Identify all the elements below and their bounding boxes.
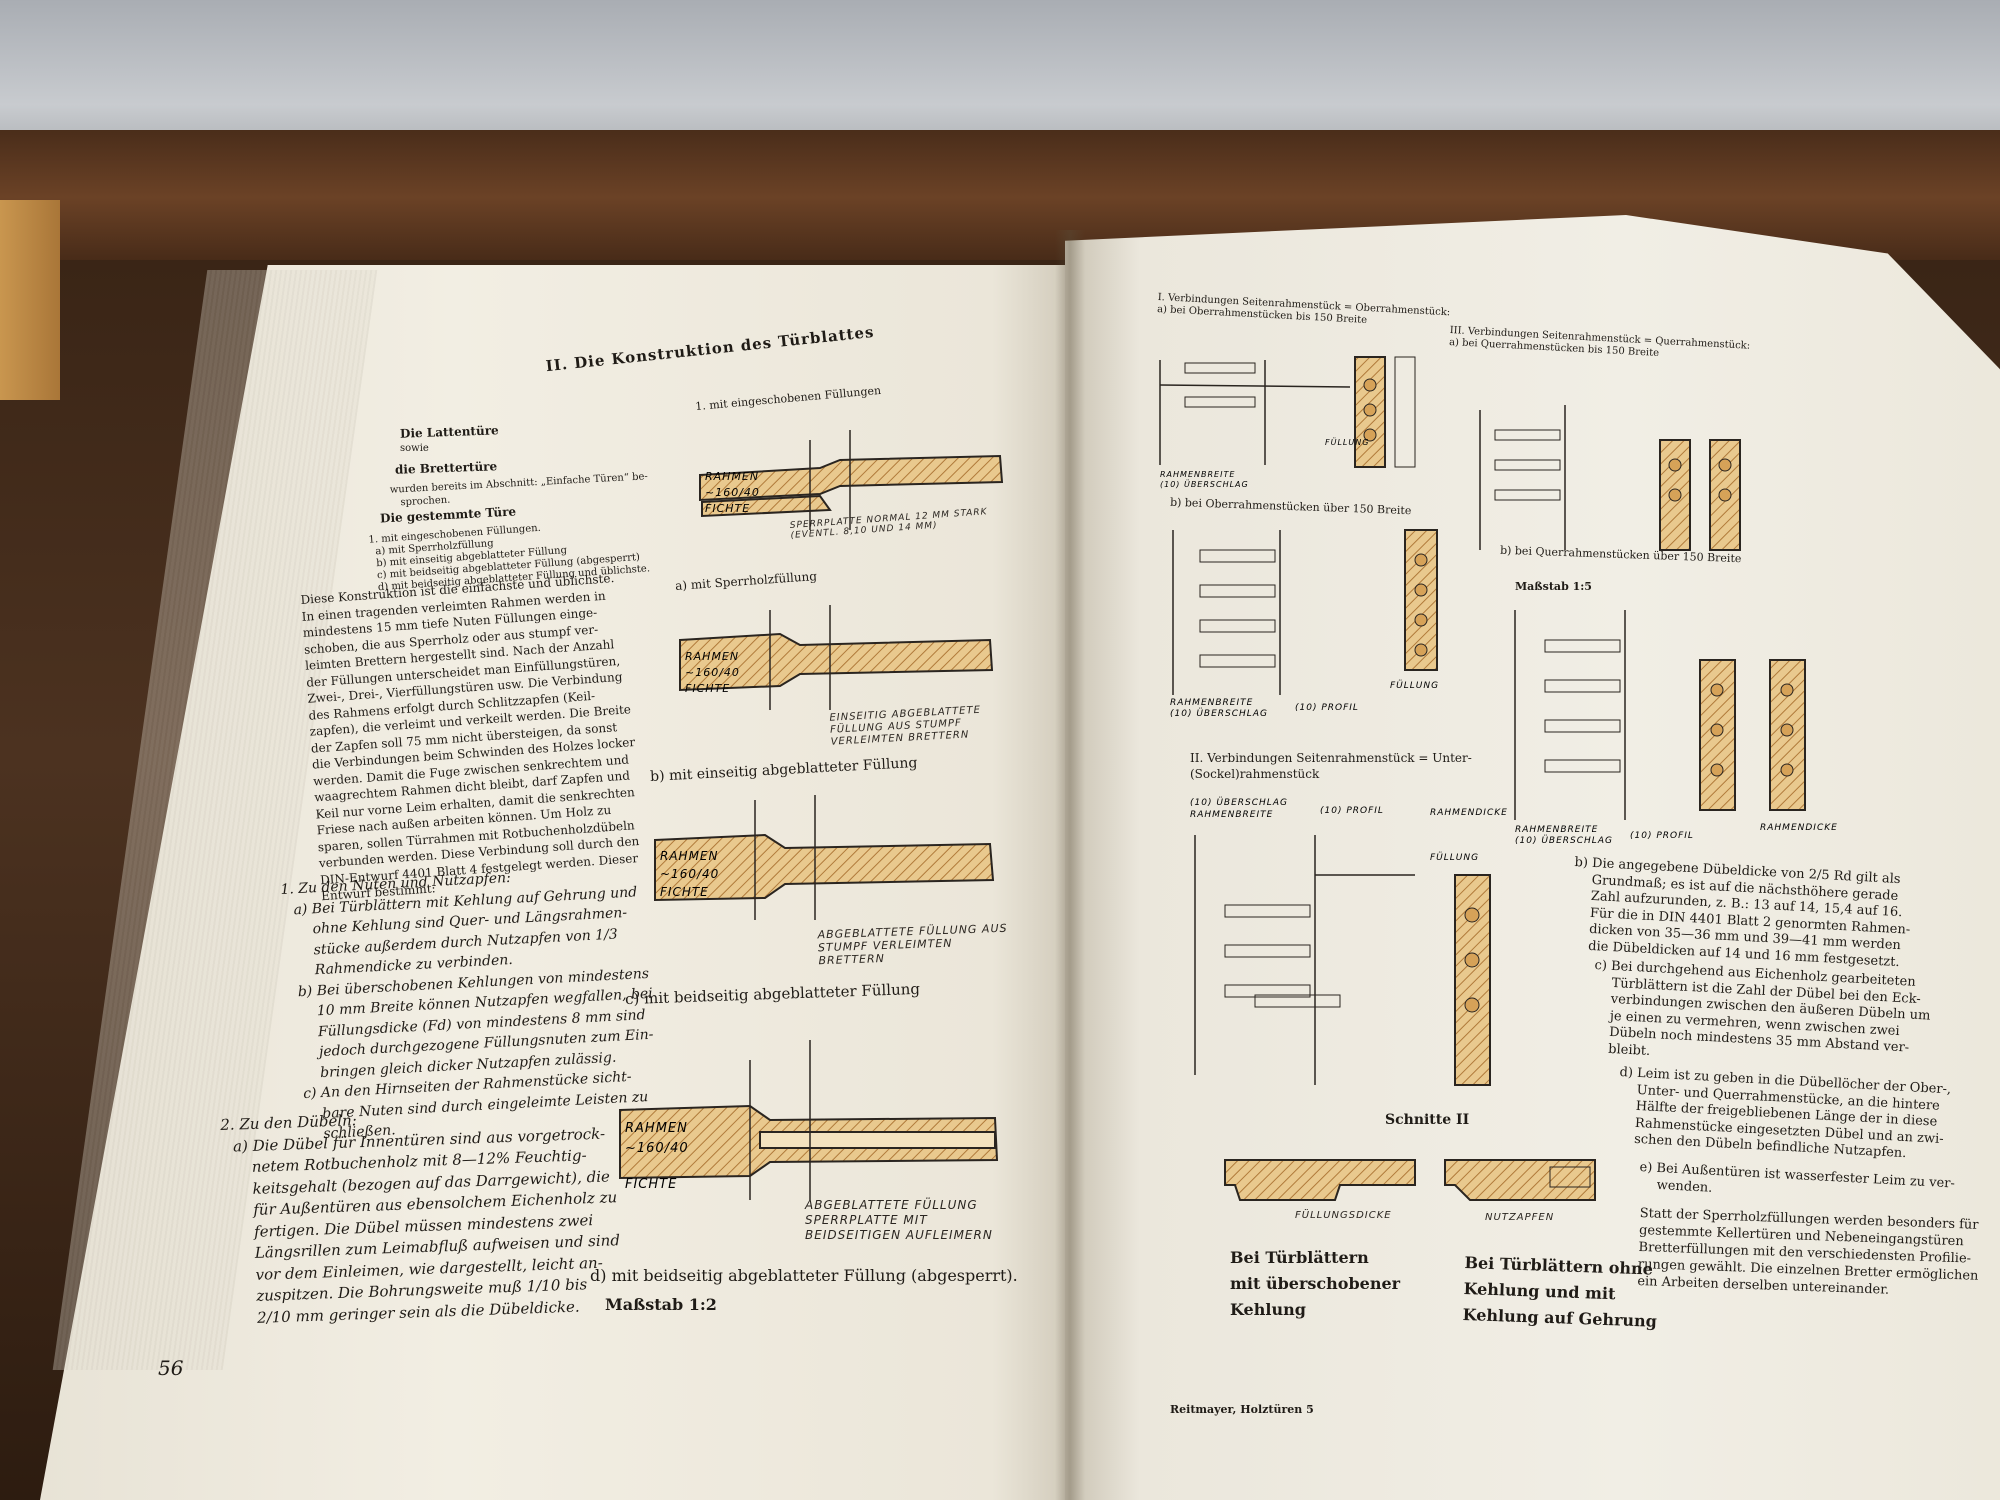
dims-label: ~160/40 (660, 867, 719, 881)
fuellung-label: FÜLLUNG (1390, 680, 1439, 691)
right-page (1065, 215, 2000, 1500)
caption-right: Bei Türblättern ohne Kehlung und mit Keh… (1462, 1250, 1659, 1335)
section-drawing-b: RAHMEN ~160/40 FICHTE (654, 795, 995, 920)
sperrplatte-beid-note: ABGEBLATTETE FÜLLUNG SPERRPLATTE MIT BEI… (805, 1198, 993, 1242)
text-sowie: sowie (400, 443, 429, 454)
text-d-block: d) Leim ist zu geben in die Dübellöcher … (1616, 1065, 1951, 1165)
caption-line: Bei Türblättern (1230, 1248, 1369, 1267)
fichte-label: FICHTE (660, 885, 709, 899)
rahmendicke-label: RAHMENDICKE (1760, 823, 1838, 833)
section-drawing-c: RAHMEN ~160/40 FICHTE (619, 1040, 999, 1200)
wall-background (0, 0, 2000, 150)
ueberschlag-label: (10) ÜBERSCHLAG (1170, 708, 1268, 719)
dims-label: ~160/40 (685, 666, 740, 679)
page-number-left: 56 (158, 1356, 184, 1380)
dims-label: ~160/40 (625, 1141, 689, 1156)
fuellungsdicke-label: FÜLLUNGSDICKE (1295, 1210, 1392, 1221)
fichte-label: FICHTE (705, 502, 750, 515)
fuellung-label: FÜLLUNG (1430, 852, 1479, 863)
section-drawing-a: RAHMEN ~160/40 FICHTE (679, 605, 994, 710)
joint-drawing-3a (1479, 405, 1741, 551)
profil-label: (10) PROFIL (1320, 806, 1384, 816)
ueberschlag-label: (10) ÜBERSCHLAG (1515, 835, 1613, 846)
fig-d-label: d) mit beidseitig abgeblatteter Füllung … (590, 1266, 1018, 1285)
nutzapfen-label: NUTZAPFEN (1485, 1212, 1555, 1223)
rahmenbreite-label: RAHMENBREITE (1160, 470, 1235, 479)
caption-line: Kehlung (1230, 1300, 1306, 1319)
joint-drawing-3b: RAHMENBREITE (10) ÜBERSCHLAG (10) PROFIL… (1514, 610, 1838, 846)
sec2-title: II. Verbindungen Seitenrahmenstück = Unt… (1190, 751, 1472, 781)
profil-label: (10) PROFIL (1295, 703, 1359, 713)
ueberschlag-label: (10) ÜBERSCHLAG (1160, 479, 1249, 489)
rahmenbreite-label: RAHMENBREITE (1170, 698, 1253, 708)
abgeblattete-note: ABGEBLATTETE FÜLLUNG AUS STUMPF VERLEIMT… (817, 921, 1008, 968)
schnitte-label: Schnitte II (1385, 1112, 1470, 1128)
wooden-block (0, 200, 60, 400)
text-c-block: c) Bei durchgehend aus Eichenholz gearbe… (1590, 958, 1933, 1075)
fuellung-label: FÜLLUNG (1325, 437, 1369, 447)
dims-label: ~160/40 (705, 486, 760, 499)
caption-left: Bei Türblättern mit überschobener Kehlun… (1230, 1245, 1400, 1323)
fichte-label: FICHTE (685, 682, 730, 695)
rahmenbreite-label: RAHMENBREITE (1190, 810, 1273, 820)
profile-drawing-2 (1444, 1159, 1596, 1201)
caption-line: mit überschobener (1230, 1274, 1401, 1293)
section-drawing-1: RAHMEN ~160/40 FICHTE (699, 430, 1004, 530)
profil-label: (10) PROFIL (1630, 831, 1694, 841)
rahmenbreite-label: RAHMENBREITE (1515, 825, 1598, 835)
scale-label-left: Maßstab 1:2 (605, 1295, 717, 1314)
text-b-block: b) Die angegebene Dübeldicke von 2/5 Rd … (1570, 855, 1913, 972)
text-final-block: Statt der Sperrholzfüllungen werden beso… (1637, 1205, 1980, 1302)
profile-drawing-1 (1224, 1159, 1416, 1201)
rahmen-label: RAHMEN (625, 1121, 688, 1136)
book-gutter (1055, 230, 1085, 1500)
rahmen-label: RAHMEN (685, 650, 739, 663)
ueberschlag-label: (10) ÜBERSCHLAG (1190, 797, 1288, 808)
joint-drawing-2: (10) ÜBERSCHLAG RAHMENBREITE (10) PROFIL… (1190, 797, 1508, 1086)
rahmendicke-label: RAHMENDICKE (1430, 808, 1508, 818)
rahmen-label: RAHMEN (705, 470, 759, 483)
rahmen-label: RAHMEN (660, 849, 718, 863)
joint-drawing-1a: RAHMENBREITE (10) ÜBERSCHLAG FÜLLUNG (1159, 356, 1416, 489)
page-footer: Reitmayer, Holztüren 5 (1170, 1403, 1314, 1416)
joint-drawing-1b: RAHMENBREITE (10) ÜBERSCHLAG (10) PROFIL… (1170, 529, 1439, 719)
scale-label-right: Maßstab 1:5 (1515, 580, 1592, 593)
body-text: Diese Konstruktion ist die einfachste un… (300, 569, 645, 904)
duebel-section: 2. Zu den Dübeln: a) Die Dübel für Innen… (220, 1101, 623, 1330)
fichte-label: FICHTE (625, 1177, 677, 1192)
